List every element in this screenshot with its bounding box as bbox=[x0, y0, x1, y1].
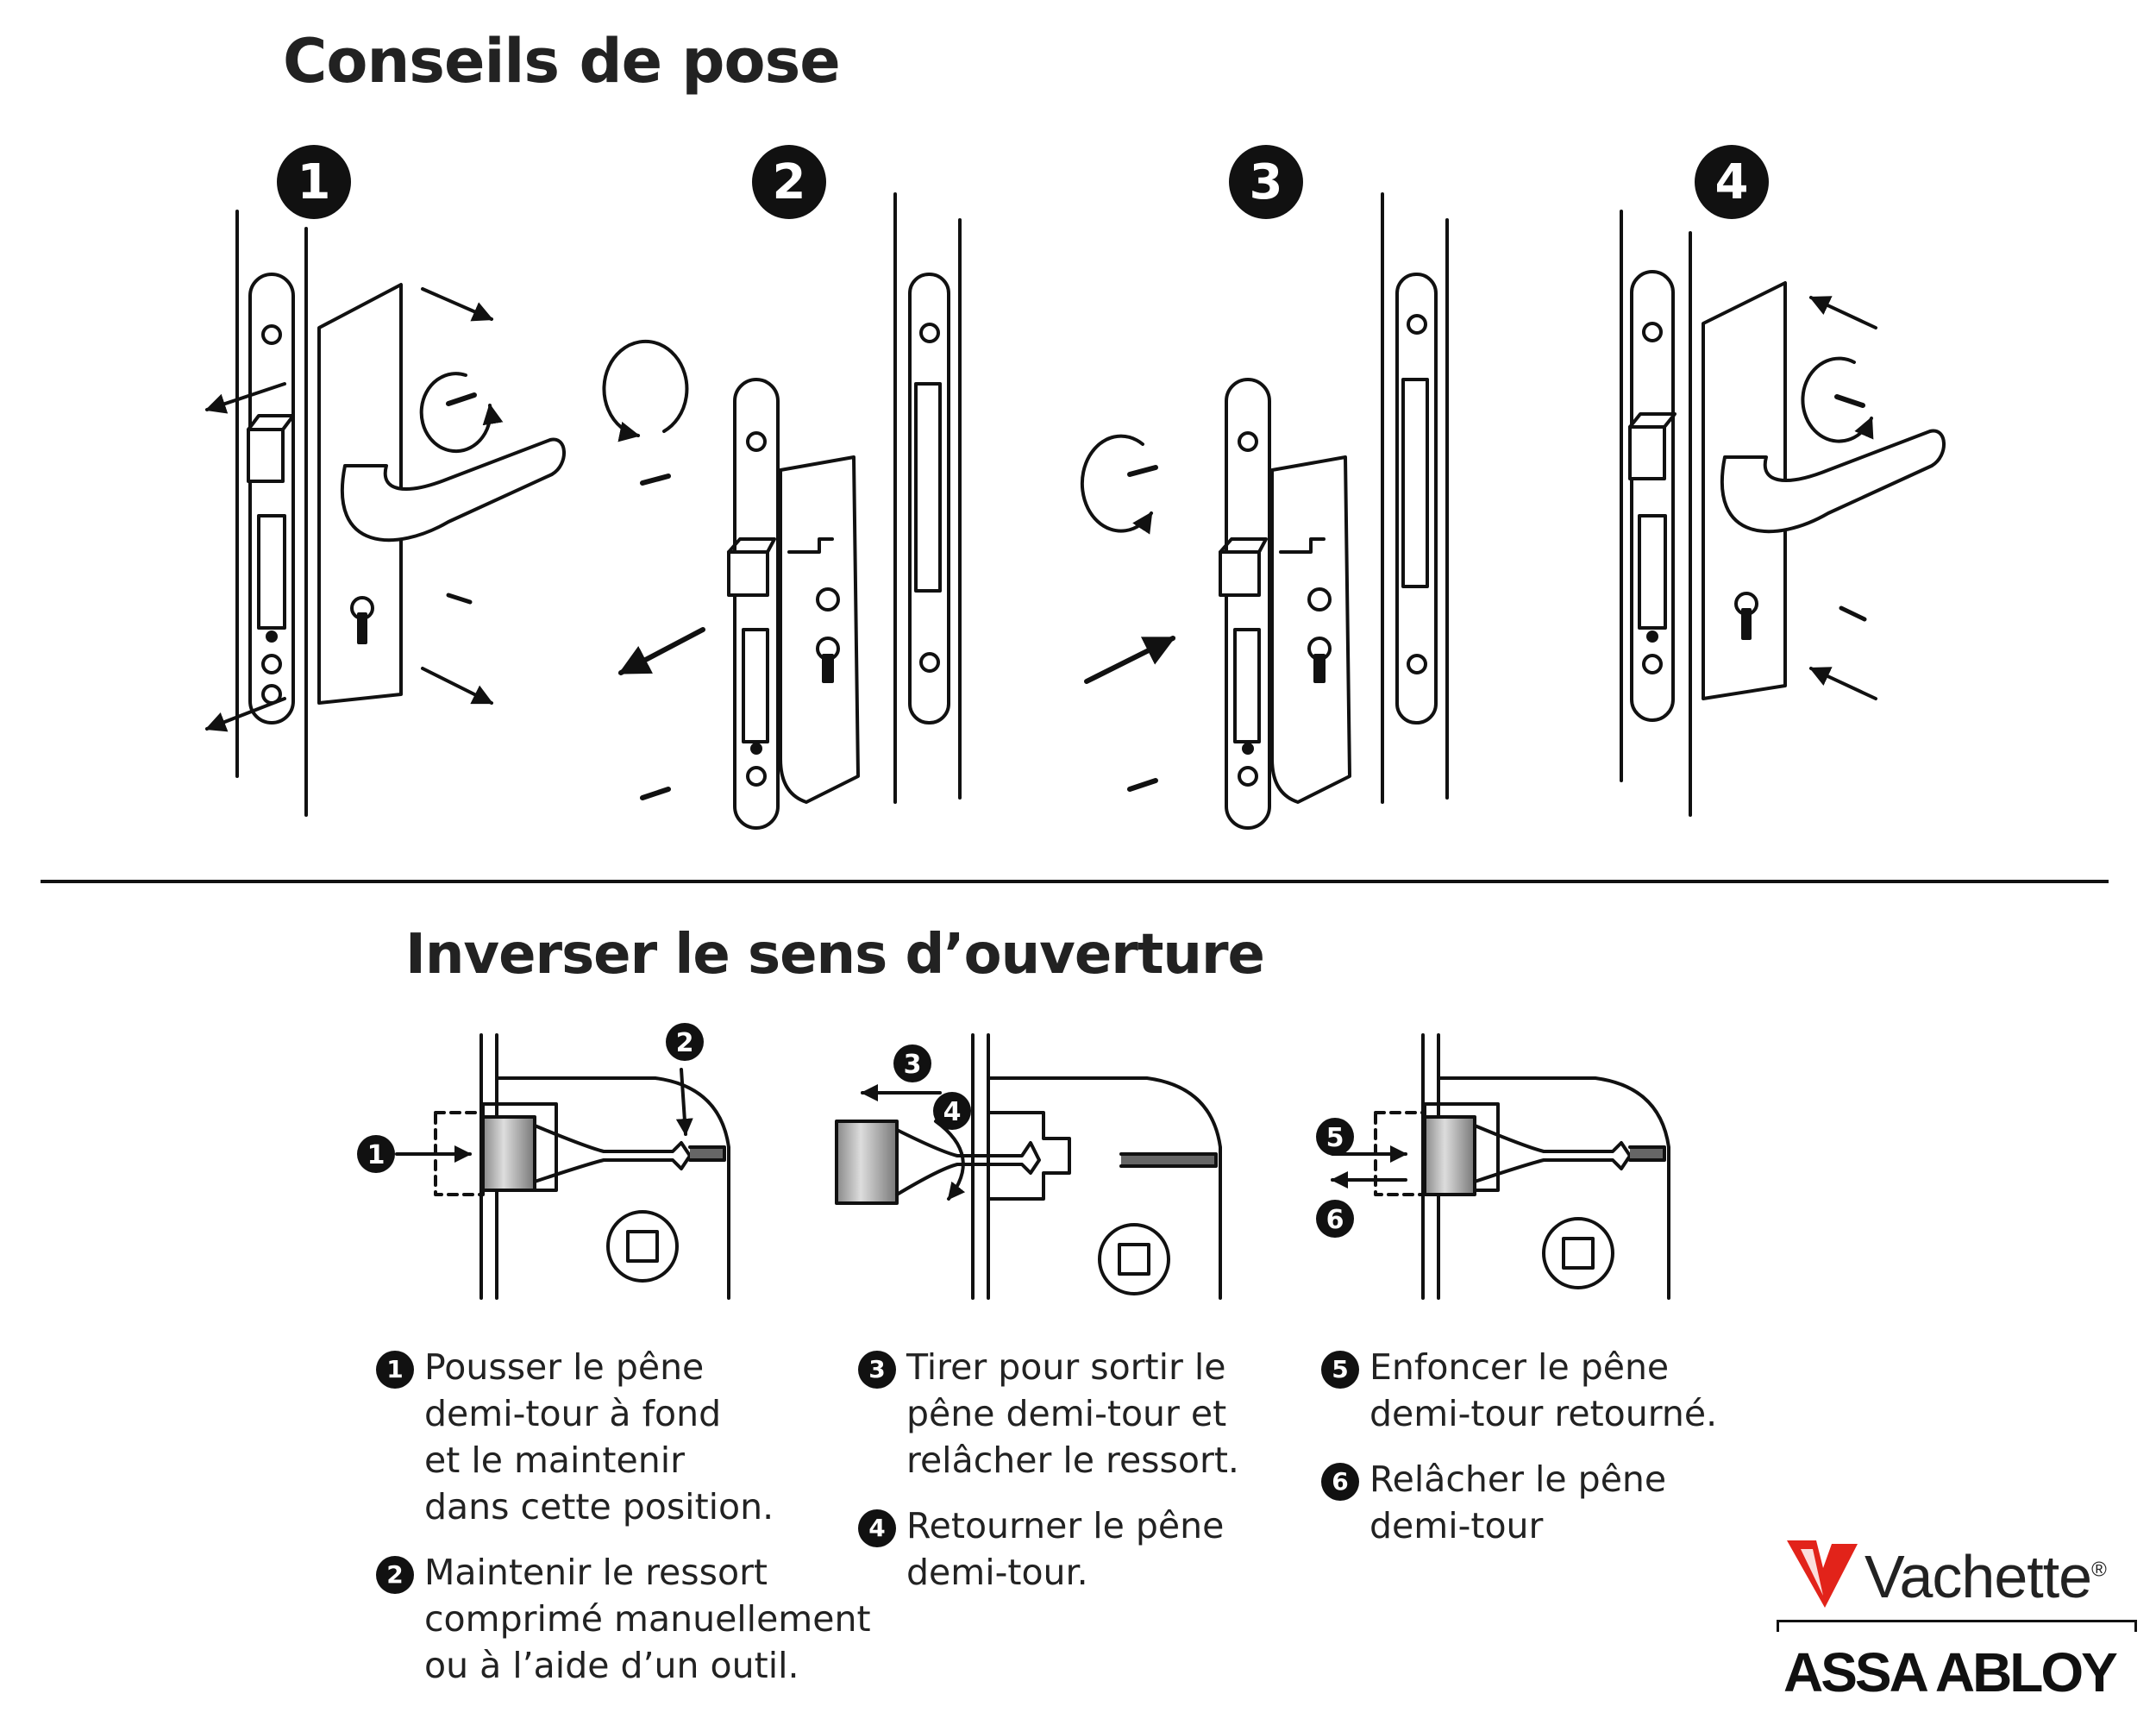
instructions-column-2: 3 Tirer pour sortir le pêne demi-tour et… bbox=[858, 1344, 1307, 1615]
brand-logo: Vachette® ASSA ABLOY bbox=[1777, 1527, 2139, 1716]
instruction-line: Maintenir le ressort bbox=[424, 1552, 768, 1593]
step3-illustration bbox=[1080, 192, 1449, 830]
instruction-number: 2 bbox=[376, 1556, 414, 1594]
instruction-number: 6 bbox=[1321, 1463, 1359, 1501]
marker-1: 1 bbox=[367, 1140, 385, 1170]
instruction-line: demi-tour retourné. bbox=[1369, 1393, 1718, 1434]
instruction-item: 5 Enfoncer le pêne demi-tour retourné. bbox=[1321, 1344, 1770, 1437]
instruction-number: 1 bbox=[376, 1351, 414, 1389]
instruction-number: 5 bbox=[1321, 1351, 1359, 1389]
instruction-line: demi-tour à fond bbox=[424, 1393, 722, 1434]
logo-bracket bbox=[1777, 1620, 2137, 1632]
instruction-line: Tirer pour sortir le bbox=[906, 1346, 1226, 1388]
instruction-line: dans cette position. bbox=[424, 1486, 774, 1527]
step1-illustration bbox=[204, 210, 566, 817]
instruction-line: relâcher le ressort. bbox=[906, 1440, 1239, 1481]
marker-5: 5 bbox=[1326, 1123, 1344, 1153]
instruction-line: Enfoncer le pêne bbox=[1369, 1346, 1670, 1388]
reverse-opening-illustrations: 1 2 3 4 5 6 bbox=[357, 1023, 1670, 1300]
step2-illustration bbox=[602, 192, 962, 830]
instruction-number: 4 bbox=[858, 1509, 896, 1547]
section-title-reverse-opening: Inverser le sens d’ouverture bbox=[405, 923, 1265, 987]
instruction-item: 1 Pousser le pêne demi-tour à fond et le… bbox=[376, 1344, 859, 1530]
figure-b-illustration bbox=[835, 1033, 1222, 1300]
figure-a-illustration bbox=[395, 1033, 730, 1300]
instruction-line: Relâcher le pêne bbox=[1369, 1458, 1667, 1500]
figure-c-illustration bbox=[1331, 1033, 1670, 1300]
instruction-line: et le maintenir bbox=[424, 1440, 685, 1481]
instruction-line: pêne demi-tour et bbox=[906, 1393, 1227, 1434]
marker-3: 3 bbox=[904, 1050, 922, 1080]
instructions-column-3: 5 Enfoncer le pêne demi-tour retourné. 6… bbox=[1321, 1344, 1770, 1568]
instruction-item: 2 Maintenir le ressort comprimé manuelle… bbox=[376, 1549, 871, 1689]
instruction-line: ou à l’aide d’un outil. bbox=[424, 1645, 799, 1686]
instruction-line: demi-tour bbox=[1369, 1505, 1544, 1546]
step-number-4: 4 bbox=[1695, 145, 1769, 219]
brand-group-name: ASSA ABLOY bbox=[1783, 1641, 2118, 1703]
section-title-installation: Conseils de pose bbox=[283, 26, 841, 97]
step-number-2: 2 bbox=[752, 145, 826, 219]
instruction-line: Retourner le pêne bbox=[906, 1505, 1225, 1546]
installation-illustrations bbox=[204, 192, 1946, 830]
instruction-line: Pousser le pêne bbox=[424, 1346, 705, 1388]
instruction-item: 4 Retourner le pêne demi-tour. bbox=[858, 1502, 1307, 1596]
step-number-3: 3 bbox=[1229, 145, 1303, 219]
section-divider bbox=[41, 880, 2109, 883]
instruction-item: 6 Relâcher le pêne demi-tour bbox=[1321, 1456, 1770, 1549]
registered-mark: ® bbox=[2091, 1558, 2107, 1582]
brand-name: Vachette® bbox=[1865, 1543, 2107, 1610]
marker-6: 6 bbox=[1326, 1205, 1344, 1235]
marker-4: 4 bbox=[943, 1097, 962, 1127]
step4-illustration bbox=[1620, 210, 1946, 817]
marker-2: 2 bbox=[676, 1028, 694, 1058]
instruction-line: comprimé manuellement bbox=[424, 1598, 871, 1640]
step-number-1: 1 bbox=[277, 145, 351, 219]
instructions-column-1: 1 Pousser le pêne demi-tour à fond et le… bbox=[376, 1344, 871, 1708]
vachette-mark-icon bbox=[1787, 1540, 1858, 1608]
instruction-line: demi-tour. bbox=[906, 1552, 1088, 1593]
figure-markers: 1 2 3 4 5 6 bbox=[357, 1023, 1354, 1238]
instruction-number: 3 bbox=[858, 1351, 896, 1389]
instruction-item: 3 Tirer pour sortir le pêne demi-tour et… bbox=[858, 1344, 1307, 1484]
